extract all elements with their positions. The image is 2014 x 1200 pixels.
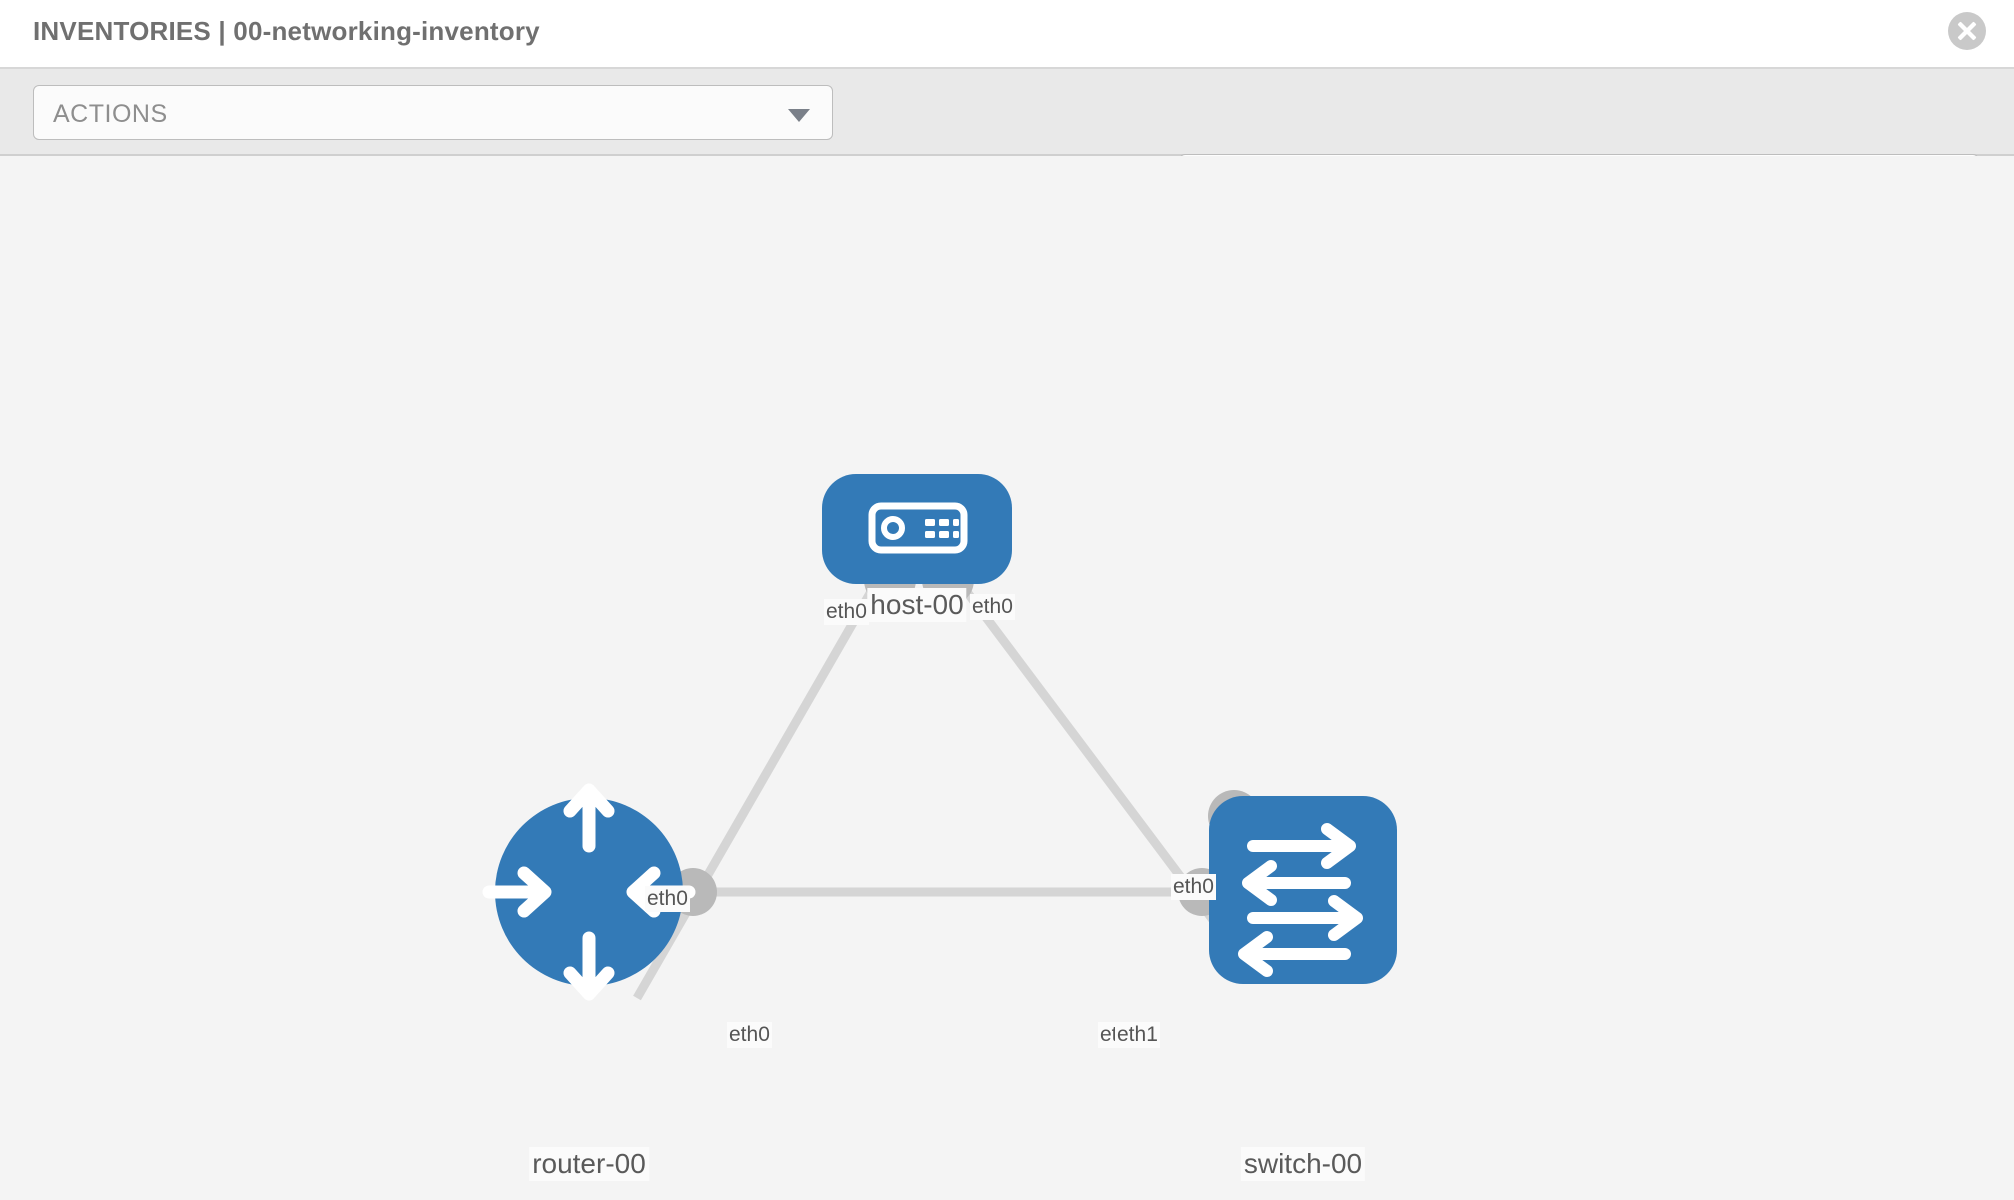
edge-host00-router00[interactable] (633, 573, 884, 1001)
node-label-switch-00[interactable]: switch-00 (1240, 1147, 1366, 1181)
iface-label[interactable]: eth0 (824, 599, 869, 625)
iface-label[interactable]: eth0 (645, 886, 690, 912)
page-title: INVENTORIES | 00-networking-inventory (33, 16, 540, 46)
node-switch-00[interactable] (1209, 796, 1397, 984)
server-icon (868, 502, 968, 554)
node-router-00[interactable] (482, 783, 696, 1001)
actions-dropdown-label: ACTIONS (53, 100, 168, 128)
node-host-00[interactable] (822, 474, 1012, 584)
iface-label[interactable]: eth0 (727, 1022, 772, 1048)
topology-canvas[interactable]: eth0 eth0 eth0 eth0 eth0 eth0 eth1 host-… (0, 156, 2014, 1200)
iface-label[interactable]: eth1 (1115, 1022, 1160, 1048)
chevron-down-icon (788, 109, 810, 122)
page-header: INVENTORIES | 00-networking-inventory (0, 0, 2014, 69)
switch-arrows-icon (1238, 823, 1363, 977)
toolbar: ACTIONS SEARCH (0, 69, 2014, 209)
iface-label[interactable]: eth0 (1171, 874, 1216, 900)
node-label-host-00[interactable]: host-00 (867, 588, 967, 622)
close-glyph (1957, 21, 1977, 41)
topology-graph (482, 474, 1397, 1001)
graph-edges (633, 573, 1244, 1001)
node-label-router-00[interactable]: router-00 (529, 1147, 649, 1181)
actions-dropdown[interactable]: ACTIONS (33, 85, 833, 140)
iface-label[interactable]: eth0 (970, 594, 1015, 620)
close-icon[interactable] (1948, 12, 1986, 50)
